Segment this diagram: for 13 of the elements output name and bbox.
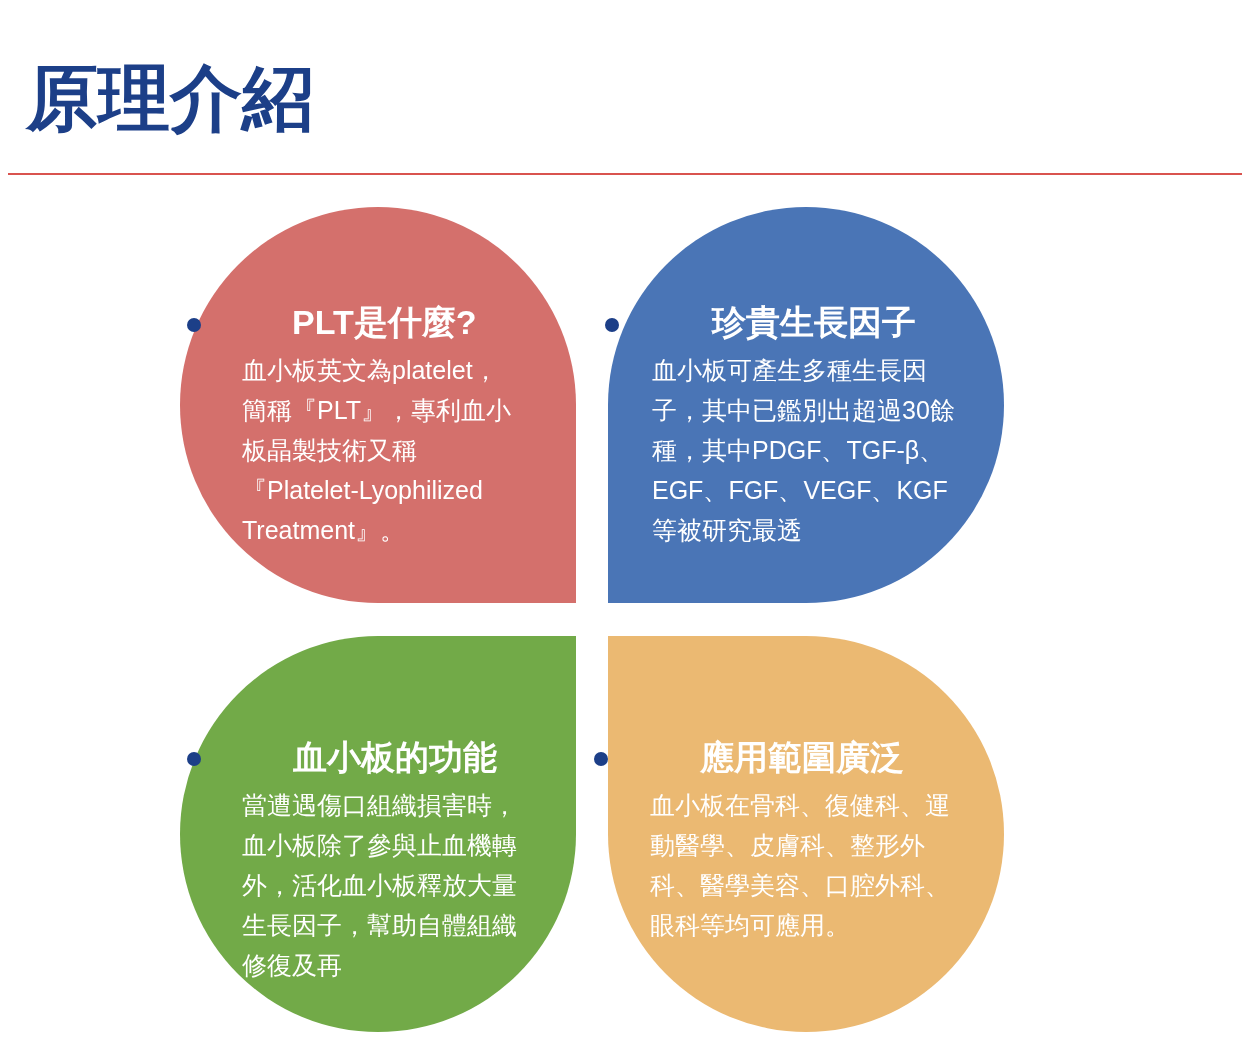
- petal-text: 血小板英文為platelet，簡稱『PLT』，專利血小板晶製技術又稱『Platelet-Lyophilized Treatment』。: [242, 355, 512, 546]
- petal-heading: 血小板的功能: [293, 737, 497, 778]
- page-title: 原理介紹: [26, 57, 314, 140]
- petal-shape: [180, 207, 576, 603]
- petal-heading: PLT是什麼?: [292, 302, 477, 343]
- petal-text: 血小板在骨科、復健科、運動醫學、皮膚科、整形外科、醫學美容、口腔外科、眼科等均可應用。: [650, 790, 951, 941]
- petal-heading: 應用範圍廣泛: [700, 737, 904, 778]
- petal-heading: 珍貴生長因子: [712, 302, 916, 343]
- petal-text: 血小板可產生多種生長因子，其中已鑑別出超過30餘種，其中PDGF、TGF-β、EGF、FGF、VEGF、KGF等被研究最透: [652, 355, 956, 546]
- petal-shape: [608, 207, 1004, 603]
- petal-shape: [180, 636, 576, 1032]
- petal-text: 當遭遇傷口組織損害時，血小板除了參與止血機轉外，活化血小板釋放大量生長因子，幫助自體組織修復及再: [242, 790, 518, 981]
- petal-shape: [608, 636, 1004, 1032]
